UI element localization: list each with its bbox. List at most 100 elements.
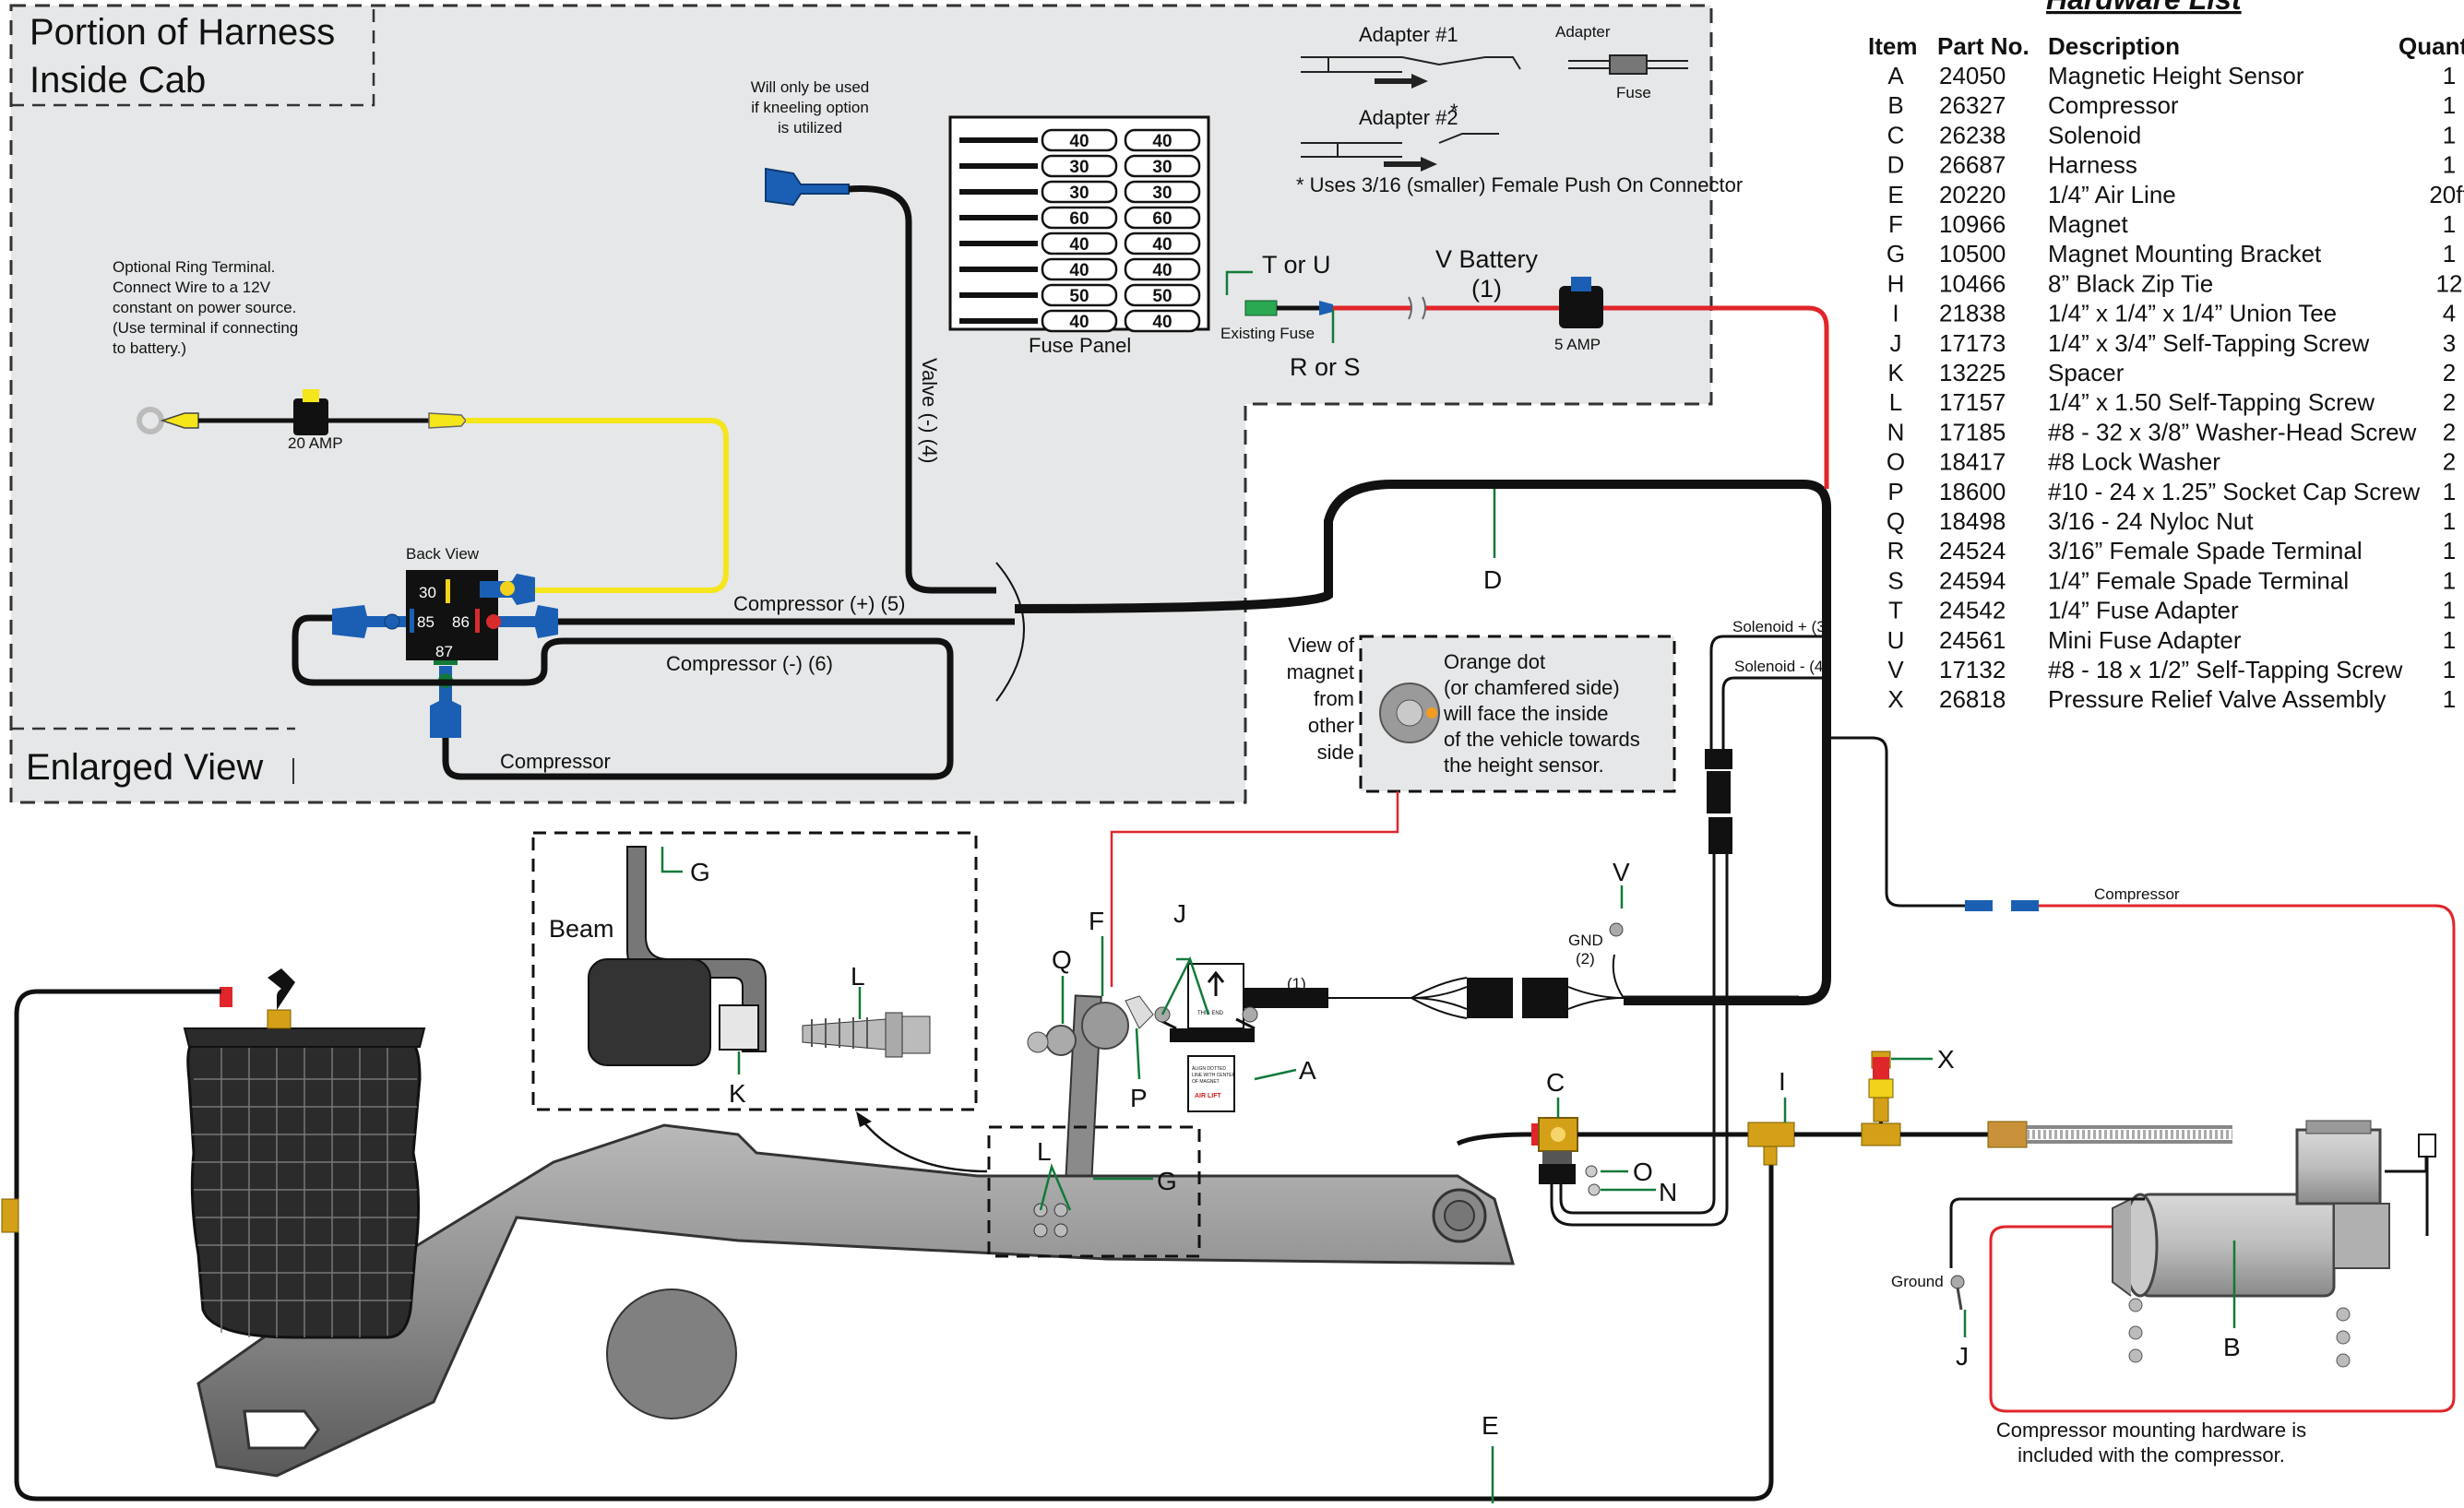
hardware-header: Part No.: [1937, 32, 2030, 60]
hardware-cell: Harness: [2048, 151, 2137, 179]
hardware-cell: Solenoid: [2048, 121, 2141, 148]
hardware-cell: P: [1887, 478, 1903, 505]
mount-note-line2: included with the compressor.: [2018, 1443, 2285, 1466]
fuse-value: 40: [1152, 132, 1172, 151]
hardware-cell: I: [1892, 300, 1899, 327]
svg-text:(Use terminal if connecting: (Use terminal if connecting: [113, 319, 298, 337]
hardware-cell: R: [1887, 537, 1905, 564]
hardware-cell: 18417: [1939, 448, 2006, 476]
svg-text:LINE WITH CENTER: LINE WITH CENTER: [1192, 1073, 1236, 1078]
svg-text:85: 85: [417, 613, 434, 631]
svg-text:View of: View of: [1288, 634, 1355, 657]
callout-l1: L: [851, 962, 865, 991]
hardware-cell: 17185: [1939, 418, 2006, 445]
hardware-cell: C: [1887, 121, 1905, 148]
callout-i: I: [1779, 1067, 1786, 1096]
svg-text:Optional Ring Terminal.: Optional Ring Terminal.: [113, 258, 275, 276]
callout-x: X: [1937, 1045, 1955, 1074]
hardware-cell: 3: [2443, 329, 2456, 357]
hardware-cell: 1: [2443, 210, 2456, 238]
hardware-cell: 13225: [1939, 359, 2006, 386]
hardware-cell: 8” Black Zip Tie: [2048, 269, 2213, 297]
hardware-cell: 18600: [1939, 478, 2006, 505]
fuse-value: 30: [1069, 158, 1089, 177]
hardware-cell: 17157: [1939, 388, 2006, 416]
hardware-cell: 1: [2443, 91, 2456, 119]
hardware-cell: 1: [2443, 656, 2456, 683]
hardware-cell: 17132: [1939, 656, 2006, 683]
hardware-cell: B: [1887, 91, 1903, 119]
hardware-cell: 2: [2443, 359, 2456, 386]
hardware-cell: 24594: [1939, 566, 2006, 594]
ground-wire: Ground: [1891, 1197, 2145, 1311]
comp-neg-label: Compressor (-) (6): [666, 652, 833, 675]
fuse-value: 30: [1152, 184, 1172, 203]
hardware-cell: 1: [2443, 62, 2456, 89]
hardware-cell: J: [1890, 329, 1902, 357]
svg-text:OF MAGNET: OF MAGNET: [1192, 1079, 1220, 1085]
hardware-cell: 3/16 - 24 Nyloc Nut: [2048, 507, 2254, 535]
svg-text:ALIGN DOTTED: ALIGN DOTTED: [1192, 1066, 1226, 1072]
fuse-label: Fuse: [1616, 84, 1651, 101]
callout-o: O: [1633, 1158, 1653, 1186]
hardware-cell: S: [1887, 566, 1903, 594]
back-view-label: Back View: [406, 545, 480, 563]
magnet-bracket: [1027, 994, 1154, 1201]
fuse-5-label: 5 AMP: [1554, 336, 1601, 353]
svg-text:THIS END: THIS END: [1197, 1011, 1224, 1016]
compressor-line-label: Compressor: [2094, 885, 2180, 903]
callout-c: C: [1546, 1068, 1565, 1097]
svg-text:from: from: [1314, 687, 1354, 710]
svg-text:constant on power source.: constant on power source.: [113, 299, 296, 316]
adapter2-asterisk: *: [1450, 100, 1458, 123]
hardware-cell: 1/4” x 3/4” Self-Tapping Screw: [2048, 329, 2369, 357]
svg-text:Orange dot: Orange dot: [1444, 650, 1545, 673]
svg-text:of the vehicle towards: of the vehicle towards: [1444, 728, 1640, 751]
gnd-num: (2): [1576, 950, 1595, 968]
adapter-label: Adapter: [1555, 23, 1611, 41]
fuse-value: 40: [1069, 132, 1089, 151]
air-spring: [183, 968, 426, 1339]
hardware-cell: 24524: [1939, 537, 2006, 564]
fuse-value: 40: [1152, 261, 1172, 280]
v-battery-num: (1): [1471, 275, 1502, 303]
height-sensor: (1) THIS END ALIGN DOTTED LINE WITH CENT…: [1154, 922, 1799, 1112]
hardware-cell: L: [1889, 388, 1902, 416]
hardware-cell: E: [1887, 181, 1903, 208]
hardware-cell: #8 Lock Washer: [2048, 448, 2220, 476]
callout-k: K: [729, 1079, 746, 1108]
hardware-cell: 18498: [1939, 507, 2006, 535]
cab-wires: Compressor (+) (5) Compressor (-) (6) Co…: [292, 562, 1025, 780]
air-line-fitting: [1, 1198, 19, 1233]
callout-j1: J: [1173, 899, 1186, 928]
hardware-cell: 1: [2443, 566, 2456, 594]
hardware-cell: 1: [2443, 478, 2456, 505]
hardware-cell: 10500: [1939, 240, 2006, 267]
fuse-20-label: 20 AMP: [288, 434, 343, 452]
svg-text:side: side: [1317, 741, 1354, 764]
callout-n: N: [1659, 1178, 1677, 1206]
hardware-list-title: Hardware List: [2046, 0, 2243, 16]
hardware-header: Quant: [2399, 32, 2464, 60]
ring-terminal-circuit: Optional Ring Terminal. Connect Wire to …: [113, 258, 729, 593]
callouts: D E A F Q P J G K L L G C I X O N V B: [661, 489, 2241, 1508]
svg-text:to battery.): to battery.): [113, 339, 186, 357]
hardware-cell: 1: [2443, 240, 2456, 267]
hardware-cell: 1/4” Air Line: [2048, 181, 2176, 208]
hardware-cell: F: [1888, 210, 1903, 238]
hardware-cell: 1/4” x 1.50 Self-Tapping Screw: [2048, 388, 2375, 416]
svg-text:87: 87: [435, 643, 453, 660]
hardware-cell: 24561: [1939, 626, 2006, 654]
